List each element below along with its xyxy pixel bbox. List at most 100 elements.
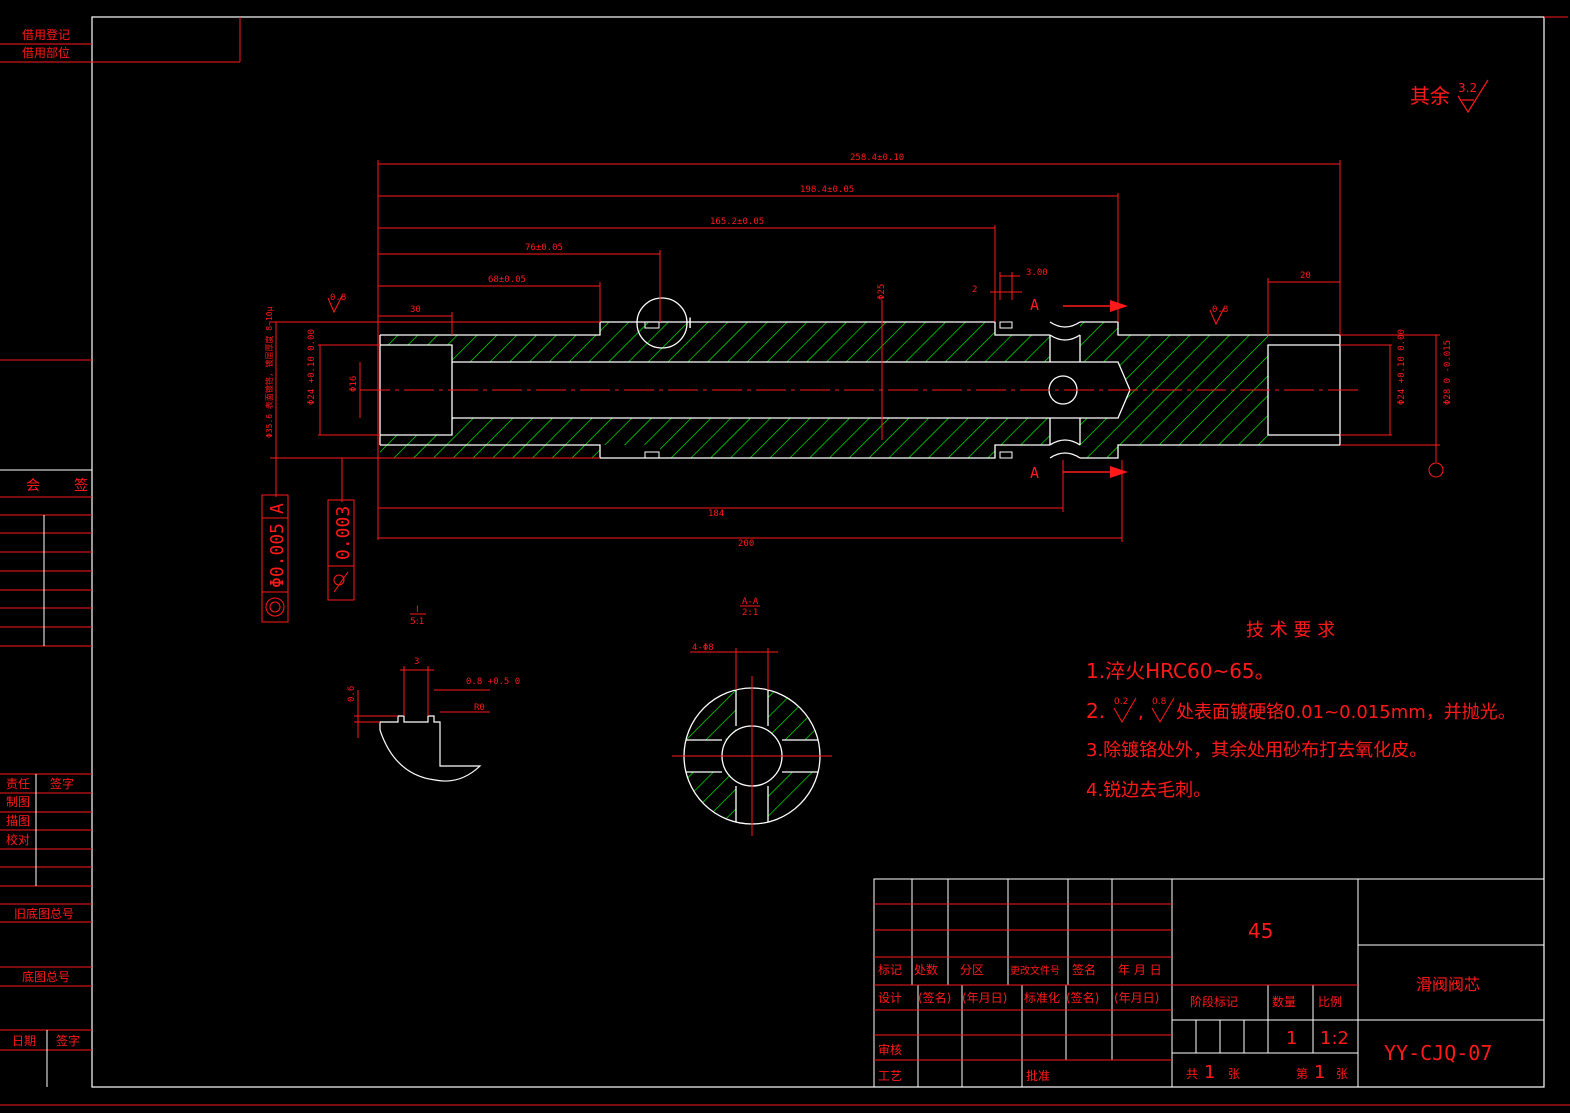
label-borrow-register: 借用登记 — [22, 27, 70, 42]
dim-165: 165.2±0.05 — [710, 217, 764, 227]
label-old-base: 旧底图总号 — [14, 906, 74, 921]
dim-258: 258.4±0.10 — [850, 153, 904, 163]
detail-view: I 5:1 3 0.8 +0.5 0 R0 0.6 — [347, 605, 520, 782]
tb-count: 处数 — [914, 962, 938, 977]
tb-design: 设计 — [878, 991, 902, 1005]
dim-76: 76±0.05 — [525, 243, 563, 253]
tb-sheets: 张 — [1228, 1067, 1240, 1081]
detail-dim-r: R0 — [474, 703, 485, 713]
rough-left: 0.8 — [330, 293, 346, 303]
dim-3: 3.00 — [1026, 268, 1048, 278]
dim-d24: Φ24 +0.10 0.00 — [307, 329, 317, 405]
left-strip-text: 借用登记 借用部位 会 签 责任 签字 制图 描图 校对 旧底图总号 底图总号 … — [6, 27, 88, 1048]
dim-184: 184 — [708, 509, 724, 519]
tb-date-p2: (年月日) — [1114, 991, 1159, 1005]
label-traced: 描图 — [6, 814, 30, 828]
section-scale: 2:1 — [742, 608, 758, 618]
tb-weight: 数量 — [1272, 994, 1296, 1009]
surface-note-prefix: 其余 — [1410, 84, 1450, 108]
tech-item-1: 1.淬火HRC60~65。 — [1086, 659, 1275, 683]
tb-mark: 标记 — [878, 963, 902, 977]
tb-scale: 比例 — [1318, 995, 1342, 1009]
dim-vertical-note: Φ35.6 表面镀铬, 镀层厚度 8~10μ — [264, 306, 274, 438]
label-checked: 校对 — [6, 832, 30, 847]
surface-note: 其余 3.2 — [1410, 79, 1489, 114]
tb-sig: 签名 — [1072, 962, 1096, 977]
tb-date-p: (年月日) — [962, 991, 1007, 1005]
surface-note-value: 3.2 — [1458, 81, 1477, 95]
detail-dim-06: 0.6 — [347, 686, 357, 702]
dim-20: 20 — [1300, 271, 1311, 281]
tb-total: 共 — [1186, 1067, 1198, 1081]
tol-datum: A — [267, 503, 288, 514]
dim-68: 68±0.05 — [488, 275, 526, 285]
dim-2: 2 — [972, 285, 977, 295]
hatch-bottom — [380, 418, 1050, 458]
tol-conc-value: Φ0.005 — [267, 523, 288, 588]
tb-review: 审核 — [878, 1042, 902, 1057]
rough-right: 0.8 — [1212, 305, 1228, 315]
label-sign: 签字 — [50, 776, 74, 791]
tb-stage: 阶段标记 — [1190, 994, 1238, 1009]
tb-page-n: 1 — [1314, 1062, 1325, 1083]
dim-d16: Φ16 — [349, 376, 359, 392]
tech-title: 技 术 要 求 — [1246, 620, 1335, 641]
roughness-symbol — [1457, 79, 1489, 114]
tech-item-2-text: 处表面镀硬铬0.01~0.015mm，并抛光。 — [1176, 702, 1516, 723]
tech-item-2-prefix: 2. — [1086, 699, 1105, 723]
tech-item-4: 4.锐边去毛刺。 — [1086, 780, 1211, 801]
tech-requirements: 技 术 要 求 1.淬火HRC60~65。 2. 0.2 , 0.8 处表面镀硬… — [1086, 620, 1516, 801]
left-strip — [0, 17, 241, 1087]
tb-part-name: 滑阀阀芯 — [1416, 975, 1480, 994]
tb-qty-val: 1 — [1286, 1028, 1297, 1049]
tb-ymd: 年 月 日 — [1118, 963, 1162, 977]
tb-standard: 标准化 — [1024, 991, 1060, 1005]
section-mark-top: A — [1030, 296, 1039, 314]
tolerance-cylindricity: 0.003 — [327, 499, 355, 601]
tb-sig-p2: (签名) — [1066, 990, 1099, 1005]
detail-circle — [636, 297, 688, 349]
tb-page: 第 — [1296, 1067, 1308, 1081]
tb-scale-val: 1:2 — [1320, 1028, 1349, 1049]
label-sign2: 签字 — [56, 1033, 80, 1048]
tb-change-doc: 更改文件号 — [1010, 964, 1060, 977]
label-sign-2: 签 — [74, 477, 88, 494]
hatch-top — [380, 322, 1050, 362]
shaft-main-view: I — [360, 297, 1360, 459]
tb-sheets2: 张 — [1336, 1067, 1348, 1081]
tb-zone: 分区 — [960, 963, 984, 977]
label-drawn: 制图 — [6, 795, 30, 809]
detail-label: I — [416, 605, 419, 615]
cross-hole — [1049, 334, 1081, 446]
section-mark-bottom: A — [1030, 464, 1039, 482]
tech-item-3: 3.除镀铬处外，其余处用砂布打去氧化皮。 — [1086, 740, 1427, 761]
shaft-outline-top — [380, 321, 1050, 336]
svg-text:,: , — [1138, 702, 1144, 723]
detail-scale: 5:1 — [410, 617, 424, 627]
title-block — [873, 878, 1545, 1088]
tb-process: 工艺 — [878, 1069, 902, 1083]
tol-cyl-value: 0.003 — [333, 506, 354, 560]
tb-sig-p: (签名) — [918, 990, 951, 1005]
tb-material: 45 — [1248, 919, 1273, 943]
label-resp: 责任 — [6, 777, 30, 791]
detail-dim-08: 0.8 +0.5 0 — [466, 677, 520, 687]
tech-item-2-r2: 0.8 — [1152, 697, 1167, 707]
dim-d28: Φ28 0 -0.015 — [1443, 340, 1453, 405]
section-label: A-A — [742, 597, 759, 607]
dimension-lines — [270, 160, 1444, 542]
title-block-text: 45 滑阀阀芯 YY-CJQ-07 标记 处数 分区 更改文件号 签名 年 月 … — [878, 919, 1492, 1083]
label-base: 底图总号 — [22, 969, 70, 984]
dimension-text: 258.4±0.10 198.4±0.05 165.2±0.05 76±0.05… — [264, 153, 1453, 549]
drawing-frame — [0, 16, 1570, 1106]
section-holes: 4-Φ8 — [692, 643, 714, 653]
tb-approve: 批准 — [1026, 1068, 1050, 1083]
section-view: A-A 2:1 4-Φ8 — [672, 597, 832, 836]
tolerance-concentricity: Φ0.005 A — [261, 494, 289, 623]
dim-d24r: Φ24 +0.10 0.00 — [1397, 329, 1407, 405]
label-date: 日期 — [12, 1034, 36, 1048]
shaft-outline-bottom — [380, 444, 1050, 459]
tb-total-n: 1 — [1204, 1062, 1215, 1083]
dim-200: 200 — [738, 539, 754, 549]
